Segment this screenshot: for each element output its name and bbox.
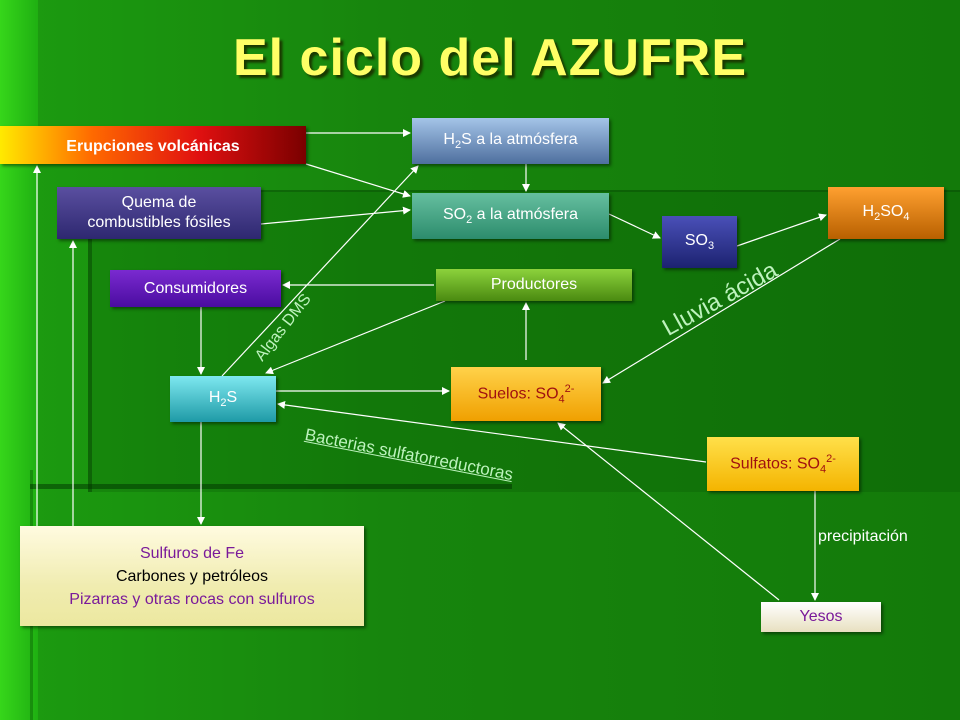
h2so4-label: H2SO4 bbox=[862, 202, 910, 224]
sulfuros-box: Sulfuros de Fe Carbones y petróleos Piza… bbox=[20, 526, 364, 626]
sulfuros-line-3: Pizarras y otras rocas con sulfuros bbox=[69, 590, 315, 608]
sulfuros-line-2: Carbones y petróleos bbox=[115, 567, 269, 585]
arrow-productores-h2s bbox=[265, 300, 446, 375]
productores-box: Productores bbox=[436, 269, 632, 301]
yesos-box: Yesos bbox=[761, 602, 881, 632]
background-line bbox=[30, 484, 512, 489]
so2-atmosfera-box: SO2 a la atmósfera bbox=[412, 193, 609, 239]
erupciones-volcanicas-box: Erupciones volcánicas bbox=[0, 126, 306, 164]
so3-label: SO3 bbox=[684, 231, 715, 253]
sulfuros-label: Sulfuros de Fe Carbones y petróleos Piza… bbox=[69, 542, 314, 611]
suelos-so4-box: Suelos: SO42- bbox=[451, 367, 601, 421]
yesos-label: Yesos bbox=[799, 608, 843, 625]
sulfatos-so4-box: Sulfatos: SO42- bbox=[707, 437, 859, 491]
suelos-label: Suelos: SO42- bbox=[477, 382, 575, 406]
productores-label: Productores bbox=[490, 276, 578, 293]
arrow-quema-so2 bbox=[260, 206, 411, 225]
consumidores-label: Consumidores bbox=[143, 279, 248, 297]
consumidores-box: Consumidores bbox=[110, 270, 281, 307]
arrow-sulfatos-h2s bbox=[277, 400, 707, 463]
so2-atmosfera-label: SO2 a la atmósfera bbox=[442, 205, 579, 227]
sulfatos-label: Sulfatos: SO42- bbox=[730, 452, 836, 476]
so3-box: SO3 bbox=[662, 216, 737, 268]
h2so4-box: H2SO4 bbox=[828, 187, 944, 239]
arrow-yesos-suelos bbox=[557, 422, 780, 601]
arrow-so3-h2so4 bbox=[736, 213, 827, 247]
h2s-atmosfera-label: H2S a la atmósfera bbox=[443, 130, 578, 152]
arrow-h2s-h2satm bbox=[221, 165, 419, 377]
arrow-erupciones-so2 bbox=[305, 163, 411, 198]
erupciones-label: Erupciones volcánicas bbox=[66, 138, 240, 155]
arrow-h2so4-suelos bbox=[602, 238, 841, 384]
sulfuros-line-1: Sulfuros de Fe bbox=[139, 544, 245, 562]
h2s-box: H2S bbox=[170, 376, 276, 422]
h2s-atmosfera-box: H2S a la atmósfera bbox=[412, 118, 609, 164]
h2s-label: H2S bbox=[208, 388, 238, 410]
arrow-so2-so3 bbox=[608, 213, 661, 239]
precipitacion-label: precipitación bbox=[818, 528, 908, 545]
slide-title: El ciclo del AZUFRE bbox=[232, 29, 748, 87]
